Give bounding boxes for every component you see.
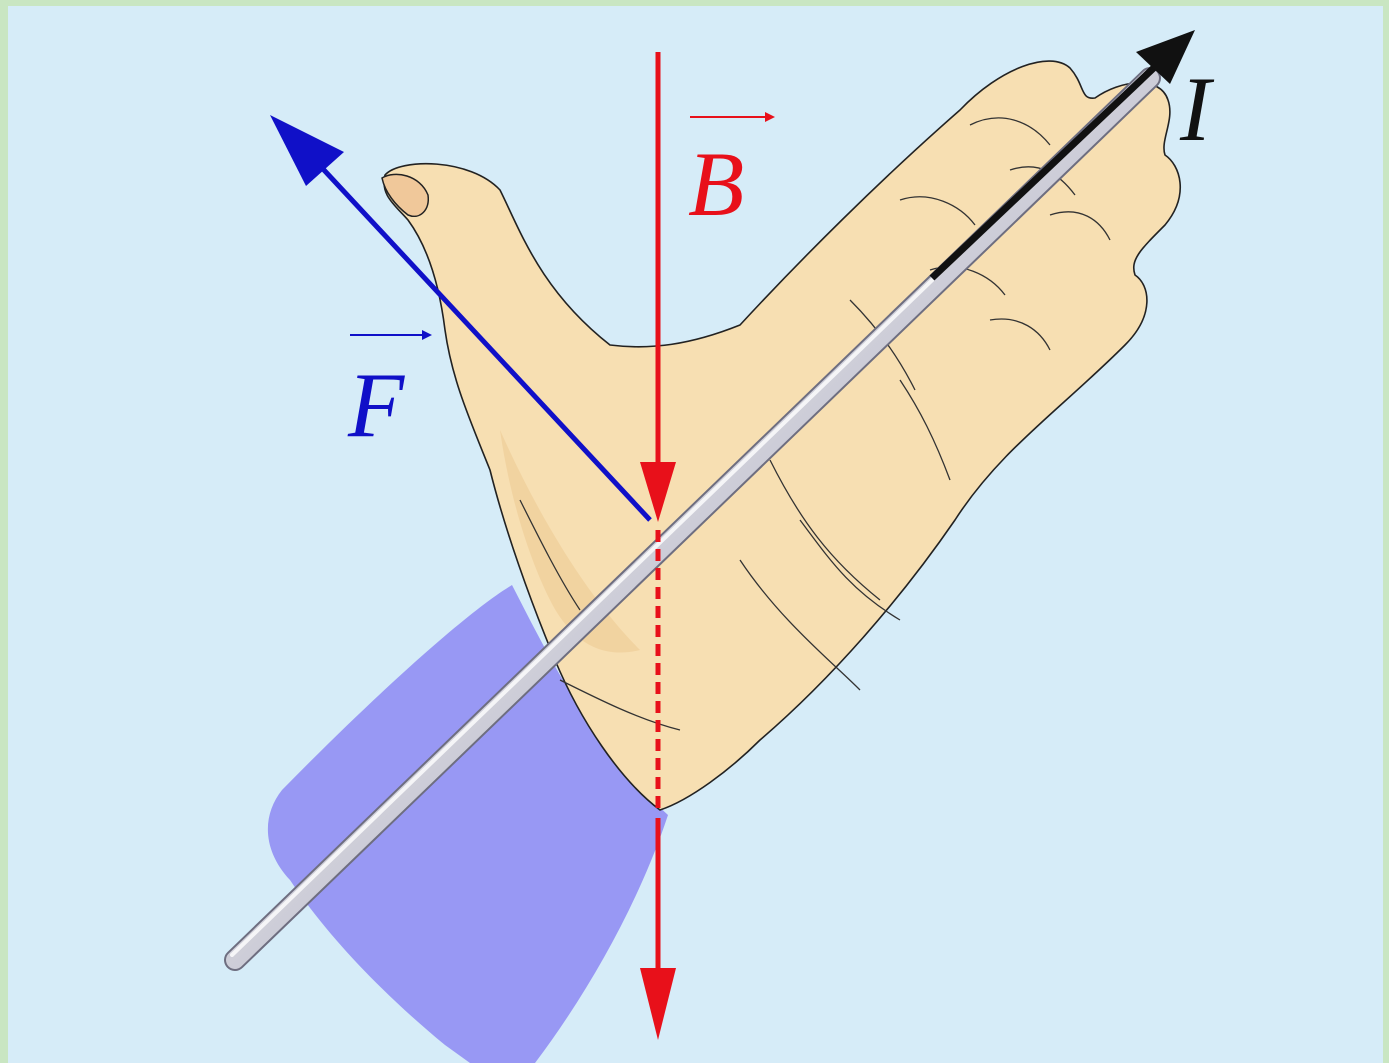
palm-shadow (500, 430, 640, 653)
force-label-text: F (347, 354, 405, 456)
thumbnail (381, 173, 429, 217)
diagram-frame: F B I (8, 6, 1383, 1063)
field-arrow (640, 52, 676, 1040)
field-label: B (688, 112, 775, 235)
current-label-text: I (1179, 58, 1215, 160)
force-label: F (347, 330, 432, 456)
sleeve (267, 585, 668, 1063)
left-hand-rule-diagram: F B I (224, 30, 1215, 1063)
current-arrow (929, 30, 1195, 281)
field-label-text: B (688, 133, 744, 235)
force-arrow (270, 115, 652, 522)
